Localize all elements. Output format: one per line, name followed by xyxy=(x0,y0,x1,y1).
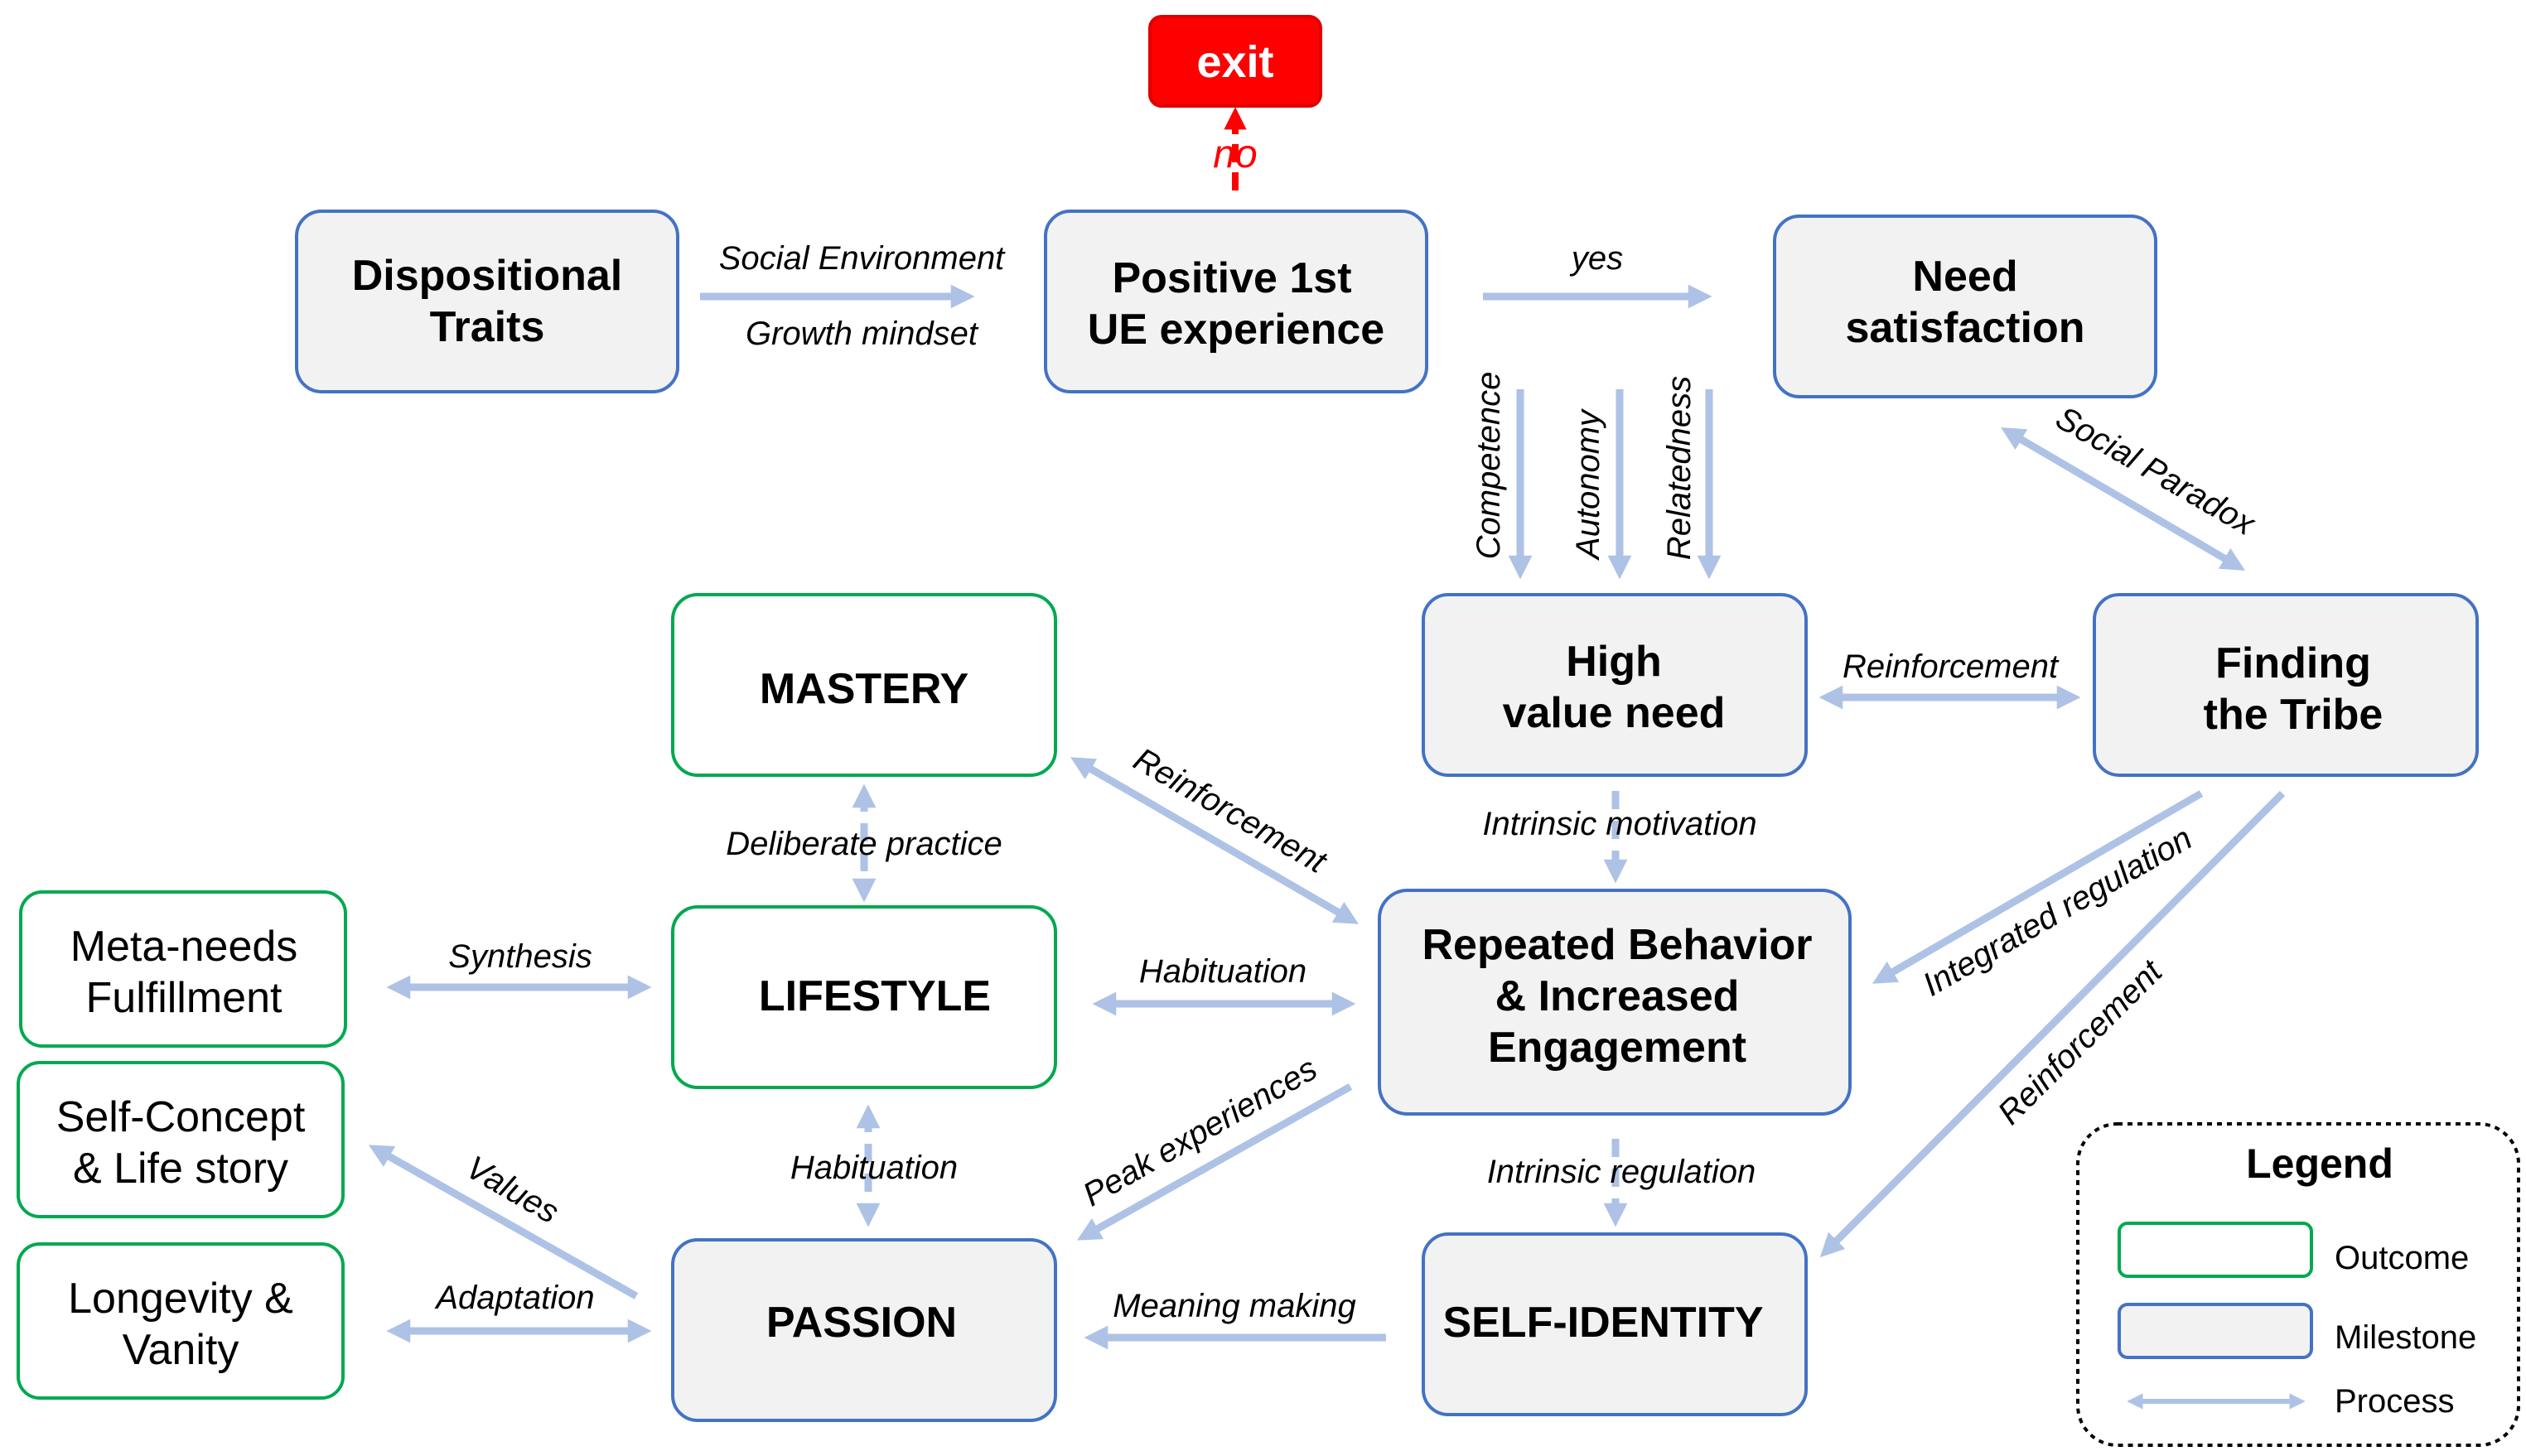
arrow-social-paradox xyxy=(2001,427,2245,571)
dispositional-line-1: Dispositional xyxy=(352,252,622,300)
reinforcement-identity-label: Reinforcement xyxy=(1991,952,2170,1131)
deliberate-practice-label: Deliberate practice xyxy=(726,826,1002,862)
arrow-peak-experiences xyxy=(1076,1083,1353,1241)
peak-experiences-label: Peak experiences xyxy=(1077,1050,1323,1213)
meaning-making-label: Meaning making xyxy=(1113,1288,1356,1324)
positive-first-line-1: Positive 1st xyxy=(1112,254,1351,302)
arrows xyxy=(368,107,2286,1350)
adaptation-label: Adaptation xyxy=(434,1280,594,1316)
relatedness-label: Relatedness xyxy=(1661,376,1698,560)
repeated-behavior-line-2: & Increased xyxy=(1495,972,1740,1020)
dispositional-line-2: Traits xyxy=(430,303,545,351)
high-value-need-line-2: value need xyxy=(1503,689,1726,737)
self-identity-node: SELF-IDENTITY xyxy=(1422,1232,1808,1416)
mastery-node: MASTERY xyxy=(671,593,1057,777)
no-label: no xyxy=(1213,133,1257,176)
need-satisfaction-node: Need satisfaction xyxy=(1773,215,2157,398)
longevity-line-1: Longevity & xyxy=(68,1275,293,1323)
longevity-line-2: Vanity xyxy=(123,1326,239,1374)
arrow-reinforcement-identity xyxy=(1819,790,2286,1258)
exit-node: exit xyxy=(1148,15,1322,108)
high-value-need-node: High value need xyxy=(1422,593,1808,777)
meta-needs-node: Meta-needs Fulfillment xyxy=(19,890,347,1048)
intrinsic-regulation-label: Intrinsic regulation xyxy=(1487,1154,1756,1190)
intrinsic-motivation-label: Intrinsic motivation xyxy=(1482,806,1756,842)
self-concept-line-2: & Life story xyxy=(73,1145,288,1193)
legend-outcome-label: Outcome xyxy=(2335,1240,2469,1276)
autonomy-label: Autonomy xyxy=(1570,407,1606,561)
self-identity-label: SELF-IDENTITY xyxy=(1442,1299,1763,1347)
legend-milestone-swatch xyxy=(2118,1303,2313,1359)
passion-label: PASSION xyxy=(766,1299,957,1347)
legend: Legend Outcome Milestone Process xyxy=(2076,1122,2520,1447)
repeated-behavior-line-3: Engagement xyxy=(1488,1024,1746,1072)
exit-label: exit xyxy=(1196,37,1273,87)
longevity-node: Longevity & Vanity xyxy=(17,1242,345,1400)
arrow-reinforcement-mastery xyxy=(1070,757,1359,924)
finding-the-tribe-node: Finding the Tribe xyxy=(2093,593,2479,777)
legend-process-label: Process xyxy=(2335,1383,2455,1420)
arrow-values xyxy=(368,1145,639,1299)
dispositional-traits-node: Dispositional Traits xyxy=(295,210,679,393)
yes-label: yes xyxy=(1569,240,1623,277)
habituation-passion-label: Habituation xyxy=(790,1150,958,1186)
positive-first-line-2: UE experience xyxy=(1088,306,1384,354)
lifestyle-node: LIFESTYLE xyxy=(671,905,1057,1089)
self-concept-node: Self-Concept & Life story xyxy=(17,1061,345,1218)
passion-node: PASSION xyxy=(671,1238,1057,1422)
lifestyle-label: LIFESTYLE xyxy=(759,972,991,1020)
high-value-need-line-1: High xyxy=(1566,638,1662,686)
legend-title: Legend xyxy=(2246,1140,2393,1187)
competence-label: Competence xyxy=(1471,372,1507,560)
finding-tribe-line-1: Finding xyxy=(2215,639,2371,687)
legend-outcome-swatch xyxy=(2118,1222,2313,1278)
legend-milestone-label: Milestone xyxy=(2335,1319,2476,1356)
habituation-lifestyle-label: Habituation xyxy=(1139,953,1306,990)
repeated-behavior-line-1: Repeated Behavior xyxy=(1422,921,1812,969)
self-concept-line-1: Self-Concept xyxy=(56,1093,306,1141)
meta-needs-line-2: Fulfillment xyxy=(86,974,283,1022)
social-environment-label: Social Environment xyxy=(719,240,1006,277)
values-label: Values xyxy=(460,1149,565,1231)
repeated-behavior-node: Repeated Behavior & Increased Engagement xyxy=(1378,889,1852,1116)
synthesis-label: Synthesis xyxy=(448,938,592,975)
growth-mindset-label: Growth mindset xyxy=(746,316,979,352)
arrow-integrated-regulation xyxy=(1872,790,2204,984)
reinforcement-tribe-label: Reinforcement xyxy=(1843,648,2060,685)
finding-tribe-line-2: the Tribe xyxy=(2204,691,2384,739)
positive-first-experience-node: Positive 1st UE experience xyxy=(1044,210,1428,393)
need-satisfaction-line-1: Need xyxy=(1912,253,2017,301)
mastery-label: MASTERY xyxy=(760,665,968,713)
legend-frame xyxy=(2076,1122,2520,1447)
need-satisfaction-line-2: satisfaction xyxy=(1846,304,2085,352)
meta-needs-line-1: Meta-needs xyxy=(70,923,298,971)
